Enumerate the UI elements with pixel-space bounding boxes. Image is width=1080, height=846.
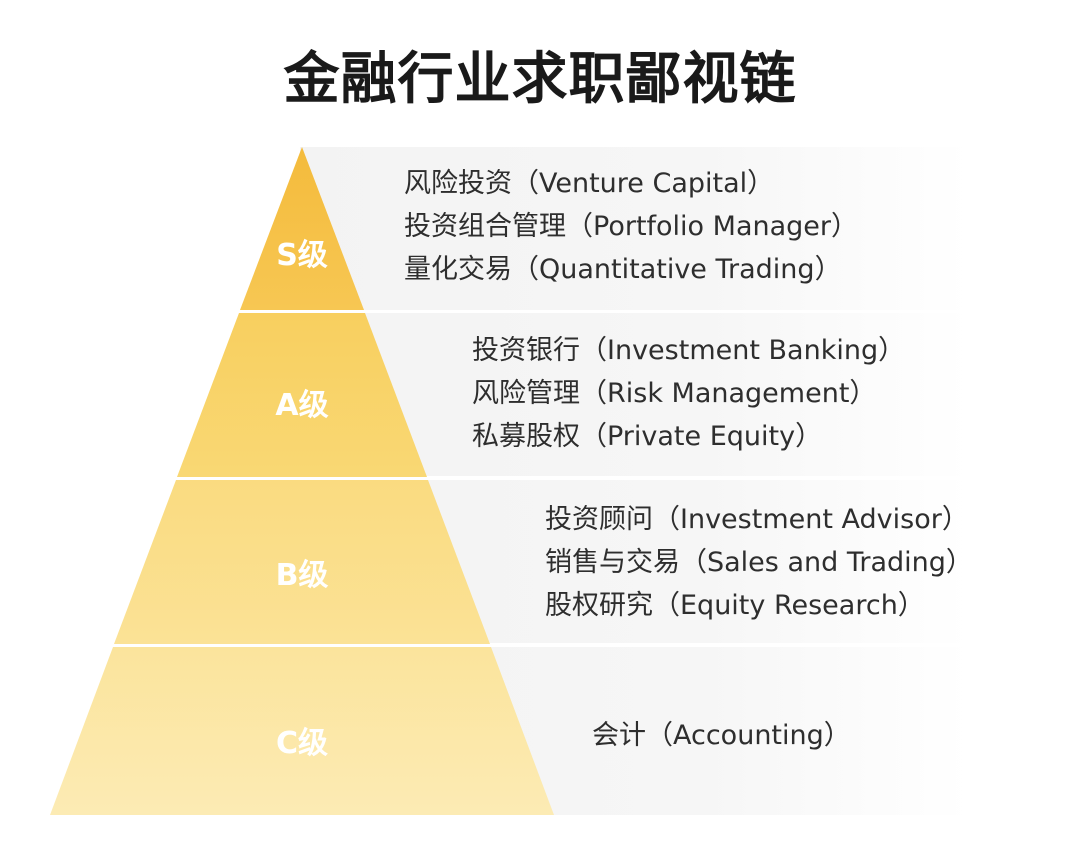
tier-a-items: 投资银行（Investment Banking） 风险管理（Risk Manag… xyxy=(472,329,905,458)
tier-b-items: 投资顾问（Investment Advisor） 销售与交易（Sales and… xyxy=(545,498,973,627)
list-item: 投资组合管理（Portfolio Manager） xyxy=(404,211,859,242)
tier-s-items: 风险投资（Venture Capital） 投资组合管理（Portfolio M… xyxy=(404,162,858,291)
page-title: 金融行业求职鄙视链 xyxy=(283,47,797,112)
list-item: 销售与交易（Sales and Trading） xyxy=(545,547,973,578)
list-item: 会计（Accounting） xyxy=(592,720,851,751)
pyramid-tier-b xyxy=(114,480,490,644)
pyramid-tier-s xyxy=(240,147,364,310)
tier-label-s: S级 xyxy=(276,238,328,273)
list-item: 私募股权（Private Equity） xyxy=(472,421,823,452)
tier-label-c: C级 xyxy=(275,726,329,761)
list-item: 投资银行（Investment Banking） xyxy=(472,335,906,366)
list-item: 股权研究（Equity Research） xyxy=(545,590,925,621)
tier-label-a: A级 xyxy=(275,388,329,423)
list-item: 量化交易（Quantitative Trading） xyxy=(404,254,842,285)
pyramid-tier-c xyxy=(50,647,554,815)
tier-label-b: B级 xyxy=(275,558,329,593)
tier-c-items: 会计（Accounting） xyxy=(592,714,851,757)
list-item: 风险管理（Risk Management） xyxy=(472,378,877,409)
list-item: 投资顾问（Investment Advisor） xyxy=(545,504,969,535)
list-item: 风险投资（Venture Capital） xyxy=(404,168,775,199)
tier-band-s xyxy=(300,147,970,310)
pyramid-tier-a xyxy=(177,313,427,477)
